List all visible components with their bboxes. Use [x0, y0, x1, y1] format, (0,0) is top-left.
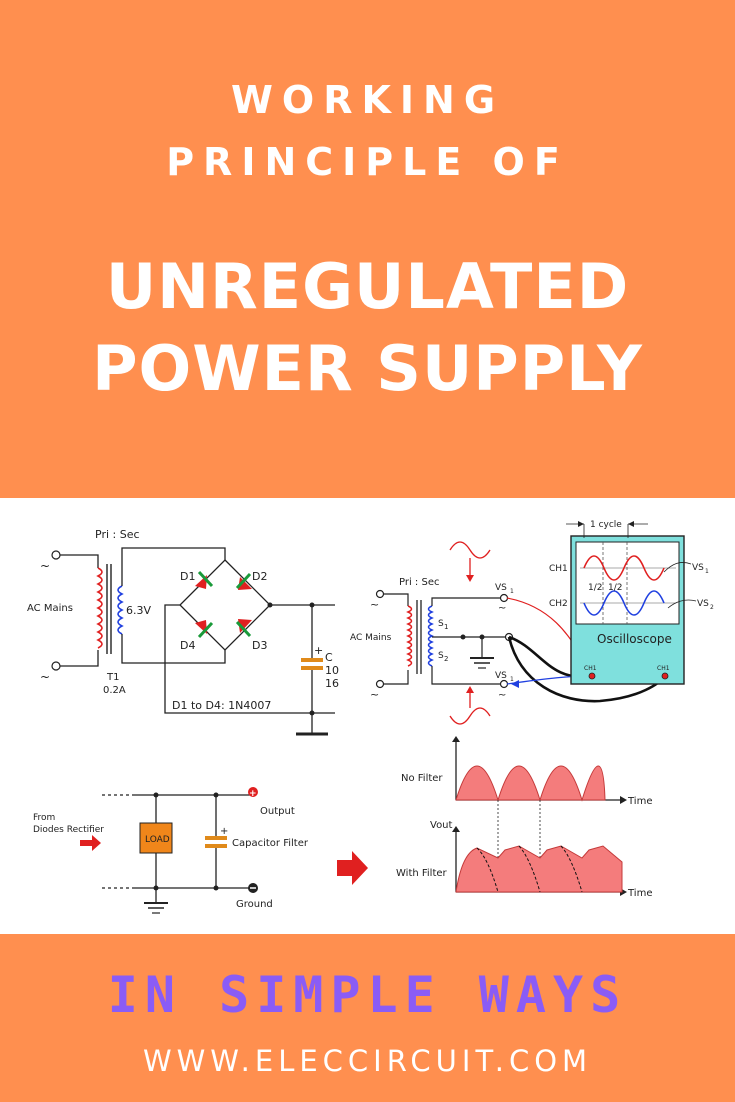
- transformer-rating-label: 0.2A: [103, 685, 126, 696]
- ground-label: Ground: [236, 899, 273, 910]
- ch1-trace: [583, 555, 665, 581]
- website-url: WWW.ELECCIRCUIT.COM: [142, 1044, 593, 1078]
- input-arrow: [80, 835, 101, 851]
- probe-jack-ch1-a: [588, 672, 596, 680]
- input-wave-top: [449, 541, 491, 559]
- diode-d2: [238, 577, 252, 590]
- secondary-coil: [117, 585, 124, 635]
- no-filter-wave: [455, 765, 606, 802]
- terminal-vs1-bottom: [499, 679, 509, 689]
- ch2-label: CH2: [549, 599, 568, 609]
- svg-text:2: 2: [444, 655, 448, 663]
- svg-text:+: +: [220, 826, 228, 837]
- one-cycle-label: 1 cycle: [590, 520, 622, 530]
- title-line-1: UNREGULATED: [105, 250, 630, 323]
- vs2-label: VS: [697, 599, 709, 609]
- ac-terminal-bottom: [51, 661, 61, 671]
- top-banner: WORKING PRINCIPLE OF UNREGULATED POWER S…: [0, 0, 735, 498]
- svg-text:1: 1: [510, 588, 514, 595]
- with-filter-wave: [455, 845, 623, 893]
- kicker-line-2: PRINCIPLE OF: [166, 140, 569, 184]
- probe-ch1-b-label: CH1: [657, 665, 670, 672]
- diagram-panel: Pri : Sec AC Mains ~ ~ 6.3V T1 0.2A: [0, 498, 735, 934]
- bridge-pri-sec-label: Pri : Sec: [95, 528, 140, 541]
- load-box: [139, 822, 173, 854]
- probe-jack-ch1-b: [661, 672, 669, 680]
- output-terminal: [248, 787, 258, 797]
- diode-note-label: D1 to D4: 1N4007: [172, 699, 271, 712]
- term-vs1-bottom-label: VS: [495, 671, 507, 681]
- filter-waveforms: No Filter Time Vout With Filter Time: [396, 736, 652, 899]
- svg-text:~: ~: [370, 598, 379, 611]
- ac-symbol-bottom: ~: [40, 670, 50, 684]
- scope-primary-coil: [406, 605, 413, 667]
- bridge-ac-mains-label: AC Mains: [27, 603, 73, 614]
- oscilloscope-label: Oscilloscope: [597, 632, 672, 646]
- vs1-label: VS: [692, 563, 704, 573]
- vs2-sub: 2: [710, 604, 714, 611]
- bridge-capacitor: [301, 658, 323, 662]
- time-label-2: Time: [627, 888, 652, 899]
- filter-capacitor: [205, 836, 227, 840]
- half-b-label: 1/2: [608, 583, 622, 593]
- probe-ch1-a-label: CH1: [584, 665, 597, 672]
- diodes-rectifier-label: Diodes Rectifier: [33, 825, 104, 835]
- d3-label: D3: [252, 639, 267, 652]
- diode-d3: [238, 619, 252, 633]
- terminal-vs1-top: [499, 593, 509, 603]
- input-wave-bottom: [449, 707, 491, 725]
- bridge-diamond: [179, 559, 271, 651]
- filter-circuit: + LOAD + Output Capacito: [33, 787, 368, 914]
- no-filter-label: No Filter: [401, 773, 443, 784]
- with-filter-label: With Filter: [396, 868, 448, 879]
- half-a-label: 1/2: [588, 583, 602, 593]
- svg-text:+: +: [314, 644, 323, 657]
- ac-symbol-top: ~: [40, 559, 50, 573]
- circuit-diagrams: Pri : Sec AC Mains ~ ~ 6.3V T1 0.2A: [27, 520, 714, 914]
- title-line-2: POWER SUPPLY: [92, 332, 643, 405]
- svg-text:1: 1: [444, 623, 448, 631]
- d1-label: D1: [180, 570, 195, 583]
- oscilloscope-circuit: Pri : Sec AC Mains ~ ~ S 1 S 2: [350, 520, 714, 725]
- primary-coil: [96, 567, 103, 649]
- s1-label: S: [438, 619, 444, 629]
- kicker-line-1: WORKING: [230, 78, 505, 122]
- tagline: IN SIMPLE WAYS: [107, 966, 628, 1024]
- result-arrow: [337, 851, 368, 885]
- transformer-name-label: T1: [106, 672, 119, 683]
- capacitor-value-1: 10: [325, 664, 339, 677]
- capacitor-filter-label: Capacitor Filter: [232, 838, 309, 849]
- svg-text:~: ~: [370, 688, 379, 701]
- svg-text:1: 1: [510, 676, 514, 683]
- svg-text:~: ~: [498, 690, 506, 701]
- from-label: From: [33, 813, 55, 823]
- svg-text:~: ~: [498, 603, 506, 614]
- time-label-1: Time: [627, 796, 652, 807]
- ch2-trace: [583, 590, 665, 616]
- scope-ac-mains-label: AC Mains: [350, 633, 392, 643]
- bottom-banner: [0, 934, 735, 1102]
- scope-pri-sec-label: Pri : Sec: [399, 577, 439, 588]
- capacitor-label: C: [325, 651, 333, 664]
- capacitor-value-2: 16: [325, 677, 339, 690]
- secondary-voltage-label: 6.3V: [126, 604, 151, 617]
- d4-label: D4: [180, 639, 195, 652]
- term-vs1-top-label: VS: [495, 583, 507, 593]
- vout-label: Vout: [430, 820, 453, 831]
- ac-terminal-top: [51, 550, 61, 560]
- s2-label: S: [438, 651, 444, 661]
- vs1-sub: 1: [705, 568, 709, 575]
- bridge-rectifier-circuit: Pri : Sec AC Mains ~ ~ 6.3V T1 0.2A: [27, 528, 339, 736]
- output-plus: +: [249, 789, 257, 799]
- load-label: LOAD: [145, 835, 170, 845]
- scope-secondary-coil: [427, 605, 434, 667]
- output-label: Output: [260, 806, 295, 817]
- ch1-label: CH1: [549, 564, 568, 574]
- d2-label: D2: [252, 570, 267, 583]
